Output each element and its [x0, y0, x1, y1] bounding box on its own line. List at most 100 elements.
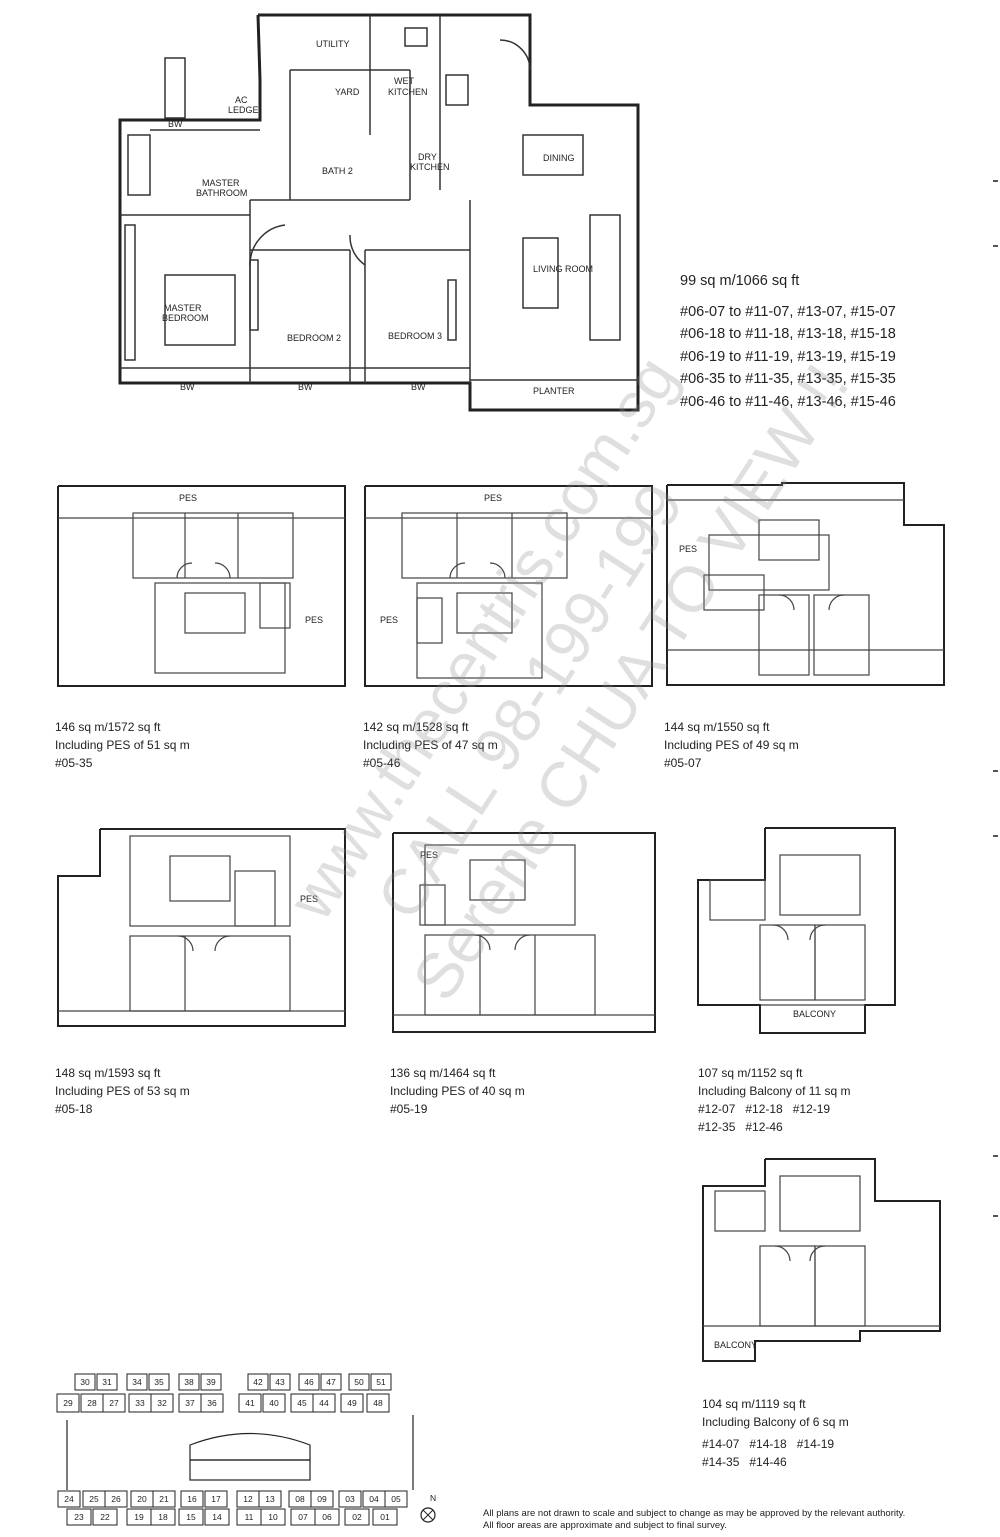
variant-plan-6: BALCONY [695, 825, 900, 1040]
key-plan-unit-number: 51 [376, 1377, 386, 1387]
main-plan-units-2: #06-18 to #11-18, #13-18, #15-18 [680, 326, 896, 342]
variant-1-extra: Including PES of 51 sq m [55, 738, 190, 752]
key-plan-unit-number: 27 [109, 1398, 119, 1408]
variant-5-units-1: #05-19 [390, 1102, 428, 1116]
main-plan-info: 99 sq m/1066 sq ft #06-07 to #11-07, #13… [680, 270, 896, 413]
bw-label-1: BW [180, 382, 195, 392]
edge-mark [993, 1215, 998, 1217]
wet-kitchen-label-1: WET [394, 76, 414, 86]
key-plan-unit-box [200, 1393, 224, 1413]
utility-label: UTILITY [316, 39, 350, 49]
key-plan-unit-number: 04 [369, 1494, 379, 1504]
key-plan-unit-box [150, 1393, 174, 1413]
key-plan-unit-number: 11 [245, 1512, 254, 1522]
variant-2-label-2: PES [380, 615, 398, 625]
key-plan-unit-number: 43 [275, 1377, 285, 1387]
master-bathroom-label-2: BATHROOM [196, 188, 247, 198]
key-plan-unit-number: 12 [243, 1494, 253, 1504]
bw-label-2: BW [298, 382, 313, 392]
variant-5-extra: Including PES of 40 sq m [390, 1084, 525, 1098]
variant-3-label-1: PES [679, 544, 697, 554]
key-plan-unit-number: 38 [184, 1377, 194, 1387]
footnote-line-1: All plans are not drawn to scale and sub… [483, 1508, 906, 1519]
variant-1-area: 146 sq m/1572 sq ft [55, 720, 161, 734]
dry-kitchen-label-1: DRY [418, 152, 437, 162]
key-plan-unit-box [92, 1508, 118, 1526]
variant-7-units-1: #14-07 #14-18 #14-19 [702, 1437, 835, 1451]
key-plan-unit-box [148, 1373, 170, 1391]
main-plan-units-5: #06-46 to #11-46, #13-46, #15-46 [680, 393, 896, 410]
key-plan-unit-number: 34 [132, 1377, 142, 1387]
variant-3-area: 144 sq m/1550 sq ft [664, 720, 770, 734]
key-plan-unit-number: 26 [111, 1494, 121, 1504]
key-plan-unit-number: 37 [185, 1398, 195, 1408]
key-plan-unit-box [57, 1490, 81, 1508]
footnote: All plans are not drawn to scale and sub… [483, 1508, 905, 1532]
key-plan-unit-number: 07 [298, 1512, 308, 1522]
key-plan-unit-number: 28 [87, 1398, 97, 1408]
dining-label: DINING [543, 153, 575, 163]
variant-plan-7: BALCONY [700, 1156, 945, 1371]
variant-plan-1: PES PES [55, 483, 350, 693]
edge-mark [993, 770, 998, 772]
key-plan-unit-box [366, 1393, 390, 1413]
key-plan-unit-box [384, 1490, 408, 1508]
variant-1-label-2: PES [305, 615, 323, 625]
key-plan-unit-box [204, 1490, 228, 1508]
variant-5-info: 136 sq m/1464 sq ft Including PES of 40 … [390, 1064, 525, 1118]
bw-label-3: BW [411, 382, 426, 392]
variant-4-units-1: #05-18 [55, 1102, 93, 1116]
key-plan-unit-number: 44 [319, 1398, 329, 1408]
dry-kitchen-label-2: KITCHEN [410, 162, 450, 172]
bath2-label: BATH 2 [322, 166, 353, 176]
key-plan-unit-number: 29 [63, 1398, 73, 1408]
key-plan-unit-box [104, 1490, 128, 1508]
key-plan-unit-box [312, 1393, 336, 1413]
ac-ledge-label-1: AC [235, 95, 248, 105]
key-plan-unit-number: 25 [89, 1494, 99, 1504]
key-plan-unit-number: 17 [211, 1494, 221, 1504]
north-compass-icon: N [420, 1493, 436, 1523]
key-plan-unit-number: 13 [265, 1494, 275, 1504]
key-plan-unit-box [344, 1508, 370, 1526]
variant-plan-5: PES [390, 830, 660, 1040]
key-plan-unit-box [258, 1490, 282, 1508]
key-plan-unit-number: 47 [326, 1377, 336, 1387]
variant-4-label-1: PES [300, 894, 318, 904]
key-plan-unit-box [150, 1508, 176, 1526]
variant-4-extra: Including PES of 53 sq m [55, 1084, 190, 1098]
variant-6-units-2: #12-35 #12-46 [698, 1120, 783, 1134]
variant-2-area: 142 sq m/1528 sq ft [363, 720, 469, 734]
variant-plan-3: PES [664, 480, 949, 695]
key-plan-unit-box [338, 1490, 362, 1508]
key-plan-unit-box [102, 1393, 126, 1413]
variant-plan-2: PES PES [362, 483, 657, 693]
key-plan-unit-number: 09 [317, 1494, 327, 1504]
key-plan-unit-box [298, 1373, 320, 1391]
key-plan-unit-number: 21 [159, 1494, 169, 1504]
north-label: N [430, 1493, 436, 1503]
key-plan-unit-box [238, 1393, 262, 1413]
main-plan-units-4: #06-35 to #11-35, #13-35, #15-35 [680, 371, 896, 387]
ac-ledge-label-2: LEDGE [228, 105, 259, 115]
variant-2-units-1: #05-46 [363, 756, 401, 770]
wet-kitchen-label-2: KITCHEN [388, 87, 428, 97]
variant-7-area: 104 sq m/1119 sq ft [702, 1397, 806, 1411]
key-plan-unit-number: 45 [297, 1398, 307, 1408]
bedroom2-label: BEDROOM 2 [287, 333, 341, 343]
edge-mark [993, 1155, 998, 1157]
variant-1-units-1: #05-35 [55, 756, 93, 770]
master-bedroom-label-1: MASTER [164, 303, 202, 313]
key-plan-unit-number: 16 [187, 1494, 197, 1504]
key-plan-unit-box [348, 1373, 370, 1391]
key-plan-unit-number: 10 [268, 1512, 278, 1522]
key-plan-unit-number: 20 [137, 1494, 147, 1504]
key-plan-unit-box [320, 1373, 342, 1391]
main-floor-plan: UTILITY YARD WET KITCHEN AC LEDGE BW MAS… [110, 10, 650, 420]
key-plan-unit-number: 39 [206, 1377, 216, 1387]
key-plan-unit-box [96, 1373, 118, 1391]
planter-label: PLANTER [533, 386, 575, 396]
